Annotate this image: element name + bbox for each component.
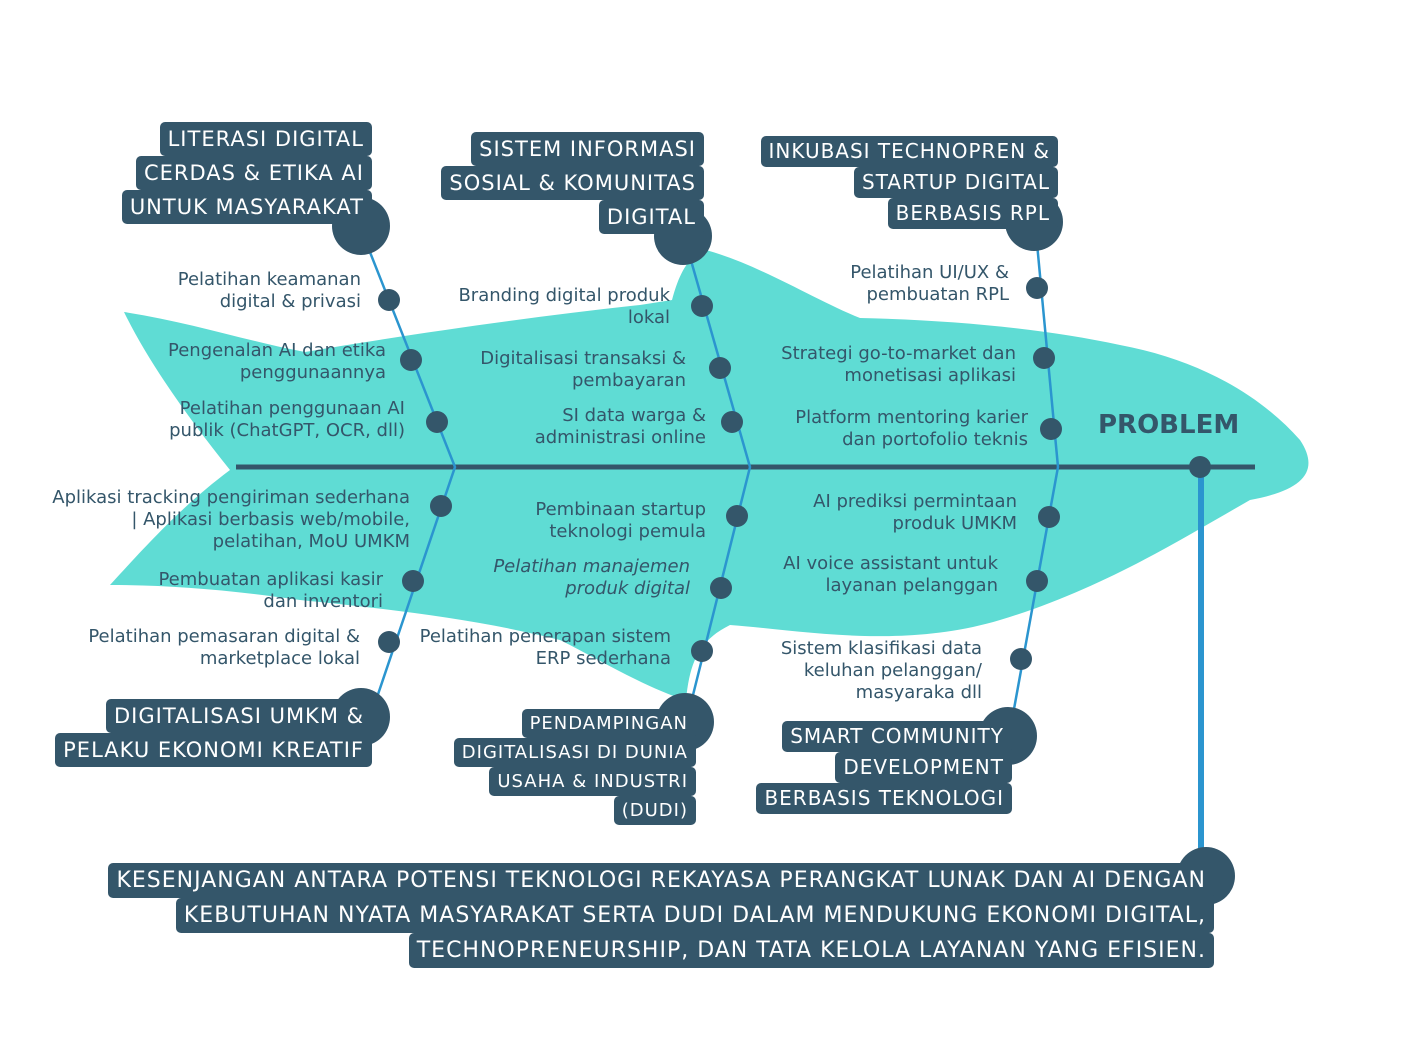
cause-dot: [378, 631, 400, 653]
category-line: UNTUK MASYARAKAT: [121, 190, 372, 224]
problem-statement: KESENJANGAN ANTARA POTENSI TEKNOLOGI REK…: [108, 863, 1214, 968]
category-bottom-right: SMART COMMUNITY DEVELOPMENT BERBASIS TEK…: [756, 721, 1012, 814]
cause-label: Aplikasi tracking pengiriman sederhana| …: [52, 487, 410, 552]
category-line: LITERASI DIGITAL: [159, 122, 372, 156]
category-line: STARTUP DIGITAL: [854, 167, 1058, 198]
cause-dot: [709, 357, 731, 379]
category-line: PENDAMPINGAN: [521, 709, 696, 738]
cause-dot: [426, 411, 448, 433]
category-line: SMART COMMUNITY: [782, 721, 1012, 752]
category-line: CERDAS & ETIKA AI: [135, 156, 372, 190]
cause-dot: [691, 295, 713, 317]
cause-dot: [1026, 570, 1048, 592]
category-bottom-mid: PENDAMPINGAN DIGITALISASI DI DUNIA USAHA…: [453, 709, 696, 825]
problem-title: PROBLEM: [1098, 410, 1240, 440]
category-line: USAHA & INDUSTRI: [489, 767, 696, 796]
category-line: (DUDI): [613, 796, 696, 825]
cause-dot: [691, 640, 713, 662]
cause-dot: [726, 505, 748, 527]
cause-dot: [430, 495, 452, 517]
cause-label: SI data warga &administrasi online: [534, 405, 706, 448]
category-line: DIGITALISASI UMKM &: [106, 699, 372, 733]
category-line: DIGITAL: [598, 200, 704, 234]
category-top-mid: SISTEM INFORMASI SOSIAL & KOMUNITAS DIGI…: [441, 132, 704, 234]
category-line: BERBASIS RPL: [887, 198, 1058, 229]
spine-head-dot: [1189, 456, 1211, 478]
cause-dot: [1026, 277, 1048, 299]
cause-dot: [400, 349, 422, 371]
cause-dot: [378, 289, 400, 311]
category-bottom-left: DIGITALISASI UMKM & PELAKU EKONOMI KREAT…: [55, 699, 372, 767]
cause-dot: [721, 411, 743, 433]
cause-dot: [1038, 506, 1060, 528]
category-line: INKUBASI TECHNOPREN &: [760, 136, 1058, 167]
cause-label: Digitalisasi transaksi &pembayaran: [480, 348, 686, 391]
cause-label: Pelatihan pemasaran digital &marketplace…: [88, 626, 360, 669]
category-line: DIGITALISASI DI DUNIA: [453, 738, 696, 767]
cause-label: Pelatihan UI/UX &pembuatan RPL: [850, 262, 1009, 305]
category-line: PELAKU EKONOMI KREATIF: [55, 733, 372, 767]
problem-line: KESENJANGAN ANTARA POTENSI TEKNOLOGI REK…: [108, 863, 1214, 898]
cause-dot: [1040, 418, 1062, 440]
category-line: SOSIAL & KOMUNITAS: [441, 166, 704, 200]
category-line: SISTEM INFORMASI: [471, 132, 704, 166]
category-top-right: INKUBASI TECHNOPREN & STARTUP DIGITAL BE…: [760, 136, 1058, 229]
problem-line: TECHNOPRENEURSHIP, DAN TATA KELOLA LAYAN…: [408, 933, 1214, 968]
category-top-left: LITERASI DIGITAL CERDAS & ETIKA AI UNTUK…: [121, 122, 372, 224]
bone-top-right: [1008, 221, 1060, 732]
bone-top-left: [360, 231, 457, 713]
cause-dot: [1033, 347, 1055, 369]
cause-dot: [402, 570, 424, 592]
problem-line: KEBUTUHAN NYATA MASYARAKAT SERTA DUDI DA…: [175, 898, 1214, 933]
cause-dot: [710, 577, 732, 599]
cause-dot: [1010, 648, 1032, 670]
category-line: BERBASIS TEKNOLOGI: [756, 783, 1012, 814]
category-line: DEVELOPMENT: [835, 752, 1012, 783]
